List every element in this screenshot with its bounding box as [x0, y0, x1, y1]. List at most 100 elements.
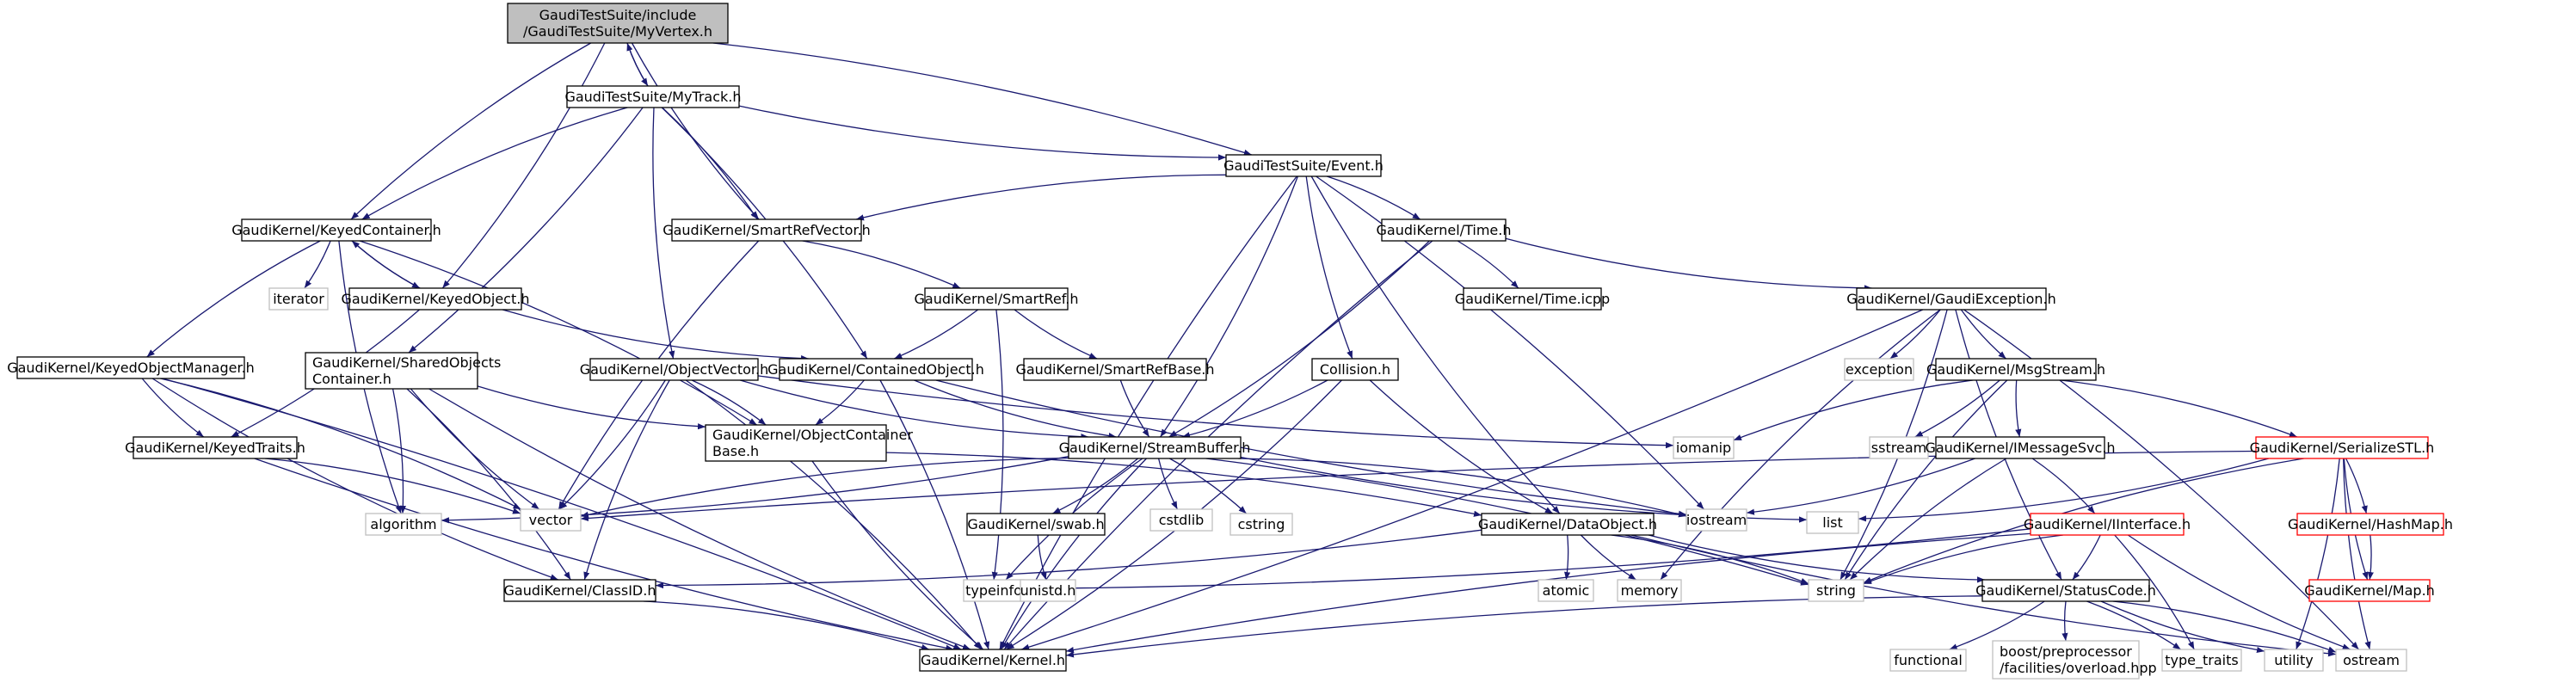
edge-gaudiexception-to-ostream: [1963, 309, 2359, 650]
edge-event-to-dataobject: [1310, 175, 1561, 514]
node-timeicpp-box: [1463, 287, 1602, 311]
edge-keyedobject-to-keyedcontainer: [351, 240, 421, 289]
node-containedobject[interactable]: GaudiKernel/ContainedObject.h: [767, 358, 984, 381]
edge-collision-to-streambuffer: [1181, 379, 1328, 439]
edge-dataobject-to-atomic: [1564, 534, 1571, 581]
edge-time-to-streambuffer: [1168, 240, 1430, 438]
node-collision[interactable]: Collision.h: [1311, 358, 1399, 381]
edge-smartrefvector-to-smartref: [802, 240, 961, 289]
edge-objectcontainerbase-to-kernel: [811, 460, 984, 650]
edge-objectvector-to-objectcontainerbase: [691, 379, 767, 426]
node-smartref-label: GaudiKernel/SmartRef.h: [915, 291, 1079, 307]
edge-streambuffer-to-swab: [1052, 458, 1139, 514]
edge-myvertex-to-event: [712, 42, 1252, 156]
node-utility: utility: [2264, 649, 2324, 672]
node-mytrack[interactable]: GaudiTestSuite/MyTrack.h: [564, 85, 742, 108]
node-keyedtraits-label: GaudiKernel/KeyedTraits.h: [125, 440, 305, 456]
node-hashmap-box: [2296, 513, 2444, 536]
edge-keyedcontainer-to-keyedobject: [351, 240, 421, 289]
node-keyedcontainer[interactable]: GaudiKernel/KeyedContainer.h: [231, 218, 441, 242]
node-objectvector[interactable]: GaudiKernel/ObjectVector.h: [580, 358, 768, 381]
edge-statuscode-to-functional: [1949, 600, 2045, 650]
node-swab[interactable]: GaudiKernel/swab.h: [966, 513, 1106, 536]
node-list-box: [1806, 511, 1859, 534]
node-keyedobject[interactable]: GaudiKernel/KeyedObject.h: [342, 287, 530, 311]
edge-iinterface-to-typeinfo: [1023, 528, 2031, 592]
node-unistd-box: [1020, 579, 1076, 602]
edge-objectcontainerbase-to-dataobject: [885, 452, 1482, 517]
node-functional-label: functional: [1894, 652, 1963, 668]
edge-dataobject-to-ostream: [1630, 534, 2337, 657]
node-gaudiexception[interactable]: GaudiKernel/GaudiException.h: [1846, 287, 2056, 311]
edge-msgstream-to-iomanip: [1733, 379, 1974, 441]
node-smartref-box: [924, 287, 1069, 311]
edge-objectvector-to-classid: [583, 379, 670, 581]
node-keyedobjectmanager[interactable]: GaudiKernel/KeyedObjectManager.h: [7, 356, 255, 379]
node-iostream-box: [1685, 508, 1747, 532]
node-keyedcontainer-box: [241, 218, 432, 242]
node-cstring-box: [1229, 513, 1293, 536]
node-map[interactable]: GaudiKernel/Map.h: [2304, 579, 2435, 602]
node-list: list: [1806, 511, 1859, 534]
node-iterator-label: iterator: [273, 291, 324, 307]
edge-mytrack-to-keyedcontainer: [361, 107, 628, 220]
node-typeinfo-box: [963, 579, 1025, 602]
node-objectcontainerbase-box: [705, 424, 887, 462]
node-classid[interactable]: GaudiKernel/ClassID.h: [503, 579, 656, 602]
node-statuscode-box: [1981, 579, 2150, 602]
edge-sharedobjects-to-objectcontainerbase: [477, 385, 706, 430]
node-ostream-label: ostream: [2343, 652, 2400, 668]
edge-statuscode-to-overload: [2061, 600, 2068, 642]
node-iinterface[interactable]: GaudiKernel/IInterface.h: [2024, 513, 2191, 536]
node-hashmap-label: GaudiKernel/HashMap.h: [2288, 516, 2453, 532]
node-msgstream[interactable]: GaudiKernel/MsgStream.h: [1926, 358, 2105, 381]
node-hashmap[interactable]: GaudiKernel/HashMap.h: [2288, 513, 2453, 536]
node-timeicpp[interactable]: GaudiKernel/Time.icpp: [1455, 287, 1610, 311]
edge-mytrack-to-myvertex: [626, 42, 649, 87]
node-iostream: iostream: [1685, 508, 1747, 532]
node-event[interactable]: GaudiTestSuite/Event.h: [1223, 154, 1384, 177]
node-collision-box: [1311, 358, 1399, 381]
node-streambuffer[interactable]: GaudiKernel/StreamBuffer.h: [1059, 436, 1251, 459]
node-cstdlib: cstdlib: [1149, 508, 1213, 532]
edge-containedobject-to-kernel: [879, 379, 990, 650]
node-imessagesvc[interactable]: GaudiKernel/IMessageSvc.h: [1925, 436, 2116, 459]
node-objectvector-label: GaudiKernel/ObjectVector.h: [580, 361, 768, 378]
edge-streambuffer-to-vector: [580, 457, 1069, 518]
node-typeinfo-label: typeinfo: [965, 582, 1022, 599]
edge-smartref-to-containedobject: [894, 309, 979, 360]
node-string-box: [1808, 579, 1864, 602]
edge-msgstream-to-serializestl: [2061, 379, 2298, 438]
edge-smartrefbase-to-streambuffer: [1119, 379, 1150, 438]
node-algorithm-box: [365, 513, 442, 536]
node-smartrefbase[interactable]: GaudiKernel/SmartRefBase.h: [1015, 358, 1215, 381]
edge-time-to-timeicpp: [1457, 240, 1519, 289]
node-statuscode[interactable]: GaudiKernel/StatusCode.h: [1975, 579, 2156, 602]
node-serializestl[interactable]: GaudiKernel/SerializeSTL.h: [2250, 436, 2435, 459]
node-cstdlib-box: [1149, 508, 1213, 532]
node-smartref[interactable]: GaudiKernel/SmartRef.h: [915, 287, 1079, 311]
edge-dataobject-to-memory: [1580, 534, 1636, 581]
node-overload: boost/preprocessor/facilities/overload.h…: [1992, 640, 2157, 680]
edge-keyedobjectmanager-to-vector: [160, 378, 521, 510]
node-utility-label: utility: [2274, 652, 2314, 668]
edge-statuscode-to-utility: [2100, 600, 2265, 654]
node-kernel[interactable]: GaudiKernel/Kernel.h: [919, 649, 1067, 672]
node-keyedtraits[interactable]: GaudiKernel/KeyedTraits.h: [125, 436, 305, 459]
node-iterator-box: [268, 287, 329, 311]
node-myvertex[interactable]: GaudiTestSuite/include/GaudiTestSuite/My…: [507, 3, 729, 44]
edge-imessagesvc-to-string: [1849, 458, 2007, 581]
node-keyedcontainer-label: GaudiKernel/KeyedContainer.h: [231, 222, 441, 238]
node-typetraits: type_traits: [2161, 649, 2242, 672]
edge-keyedtraits-to-vector: [264, 458, 521, 514]
edge-msgstream-to-string: [1844, 379, 2008, 581]
node-typetraits-box: [2161, 649, 2242, 672]
node-time[interactable]: GaudiKernel/Time.h: [1377, 218, 1512, 242]
node-dataobject[interactable]: GaudiKernel/DataObject.h: [1478, 513, 1657, 536]
node-string: string: [1808, 579, 1864, 602]
node-cstring-label: cstring: [1238, 516, 1285, 532]
edge-keyedcontainer-to-iterator: [304, 240, 331, 289]
node-smartrefvector[interactable]: GaudiKernel/SmartRefVector.h: [662, 218, 871, 242]
